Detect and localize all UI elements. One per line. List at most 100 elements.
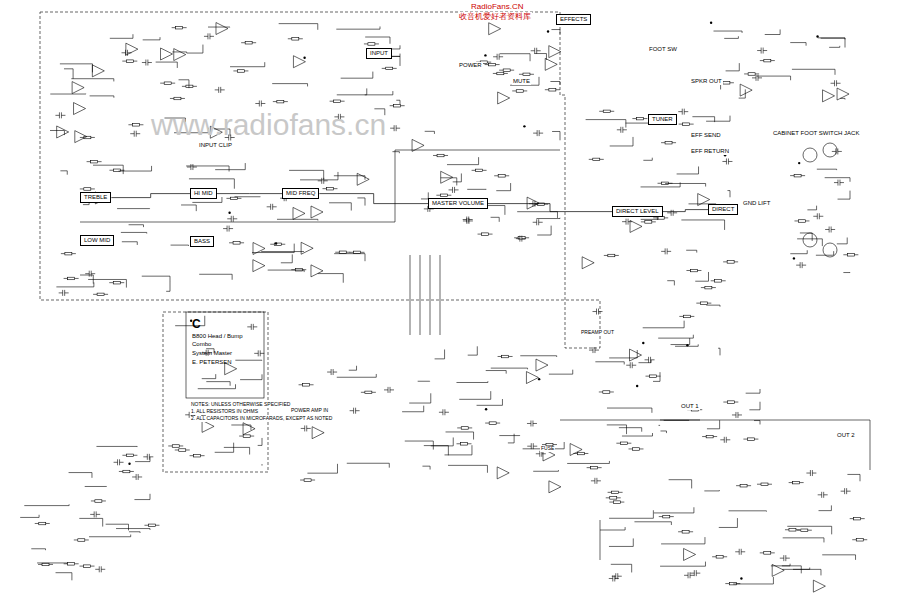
wire [493, 73, 508, 74]
resistor-symbol [794, 174, 801, 177]
signal-wire [319, 194, 428, 204]
capacitor-symbol [204, 33, 214, 39]
opamp-symbol [823, 90, 835, 102]
signal-wire [663, 210, 708, 212]
wire [765, 29, 780, 34]
signal-label: CABINET FOOT SWITCH JACK [772, 130, 860, 137]
wire [486, 371, 506, 374]
resistor-symbol [706, 435, 713, 438]
wire [422, 466, 430, 469]
resistor-symbol [663, 515, 670, 518]
resistor-symbol [683, 315, 690, 318]
opamp-symbol [357, 173, 369, 185]
wire [230, 62, 265, 67]
wire [187, 45, 203, 53]
component-box: DIRECT [708, 204, 738, 215]
wire [719, 518, 738, 527]
wire [599, 391, 614, 392]
wire [235, 360, 262, 361]
capacitor-symbol [132, 474, 142, 480]
wire [671, 338, 690, 344]
wire [679, 124, 694, 125]
wire [790, 175, 805, 176]
resistor-symbol [705, 286, 712, 289]
wire [456, 443, 471, 444]
wire [300, 172, 338, 180]
wire [733, 577, 773, 584]
wire [395, 150, 560, 151]
capacitor-symbol [227, 216, 237, 222]
resistor-symbol [856, 539, 863, 542]
wire [433, 155, 448, 156]
wire [335, 252, 350, 253]
wire [696, 303, 711, 304]
wire [787, 526, 831, 534]
resistor-symbol [84, 136, 91, 139]
connector-symbol [803, 233, 817, 247]
wire [239, 436, 254, 437]
wire [85, 486, 107, 487]
wire [634, 522, 671, 525]
wire [485, 423, 500, 424]
wire [80, 566, 95, 567]
opamp-symbol [412, 139, 424, 151]
wire [609, 350, 637, 358]
junction-dot [710, 22, 712, 24]
wire [660, 431, 666, 433]
node-text: DIRECT [712, 206, 734, 213]
capacitor-symbol [493, 54, 503, 60]
wire [441, 178, 457, 186]
wire [121, 232, 147, 233]
wire [790, 250, 807, 253]
wire [549, 370, 573, 374]
capacitor-symbol [390, 125, 400, 131]
wire [116, 529, 150, 530]
wire [330, 101, 345, 102]
wire [186, 166, 229, 172]
wire [491, 217, 500, 222]
opamp-symbol [549, 481, 561, 493]
capacitor-symbol [589, 347, 599, 353]
junction-dot [228, 211, 230, 213]
dashed-boundary [163, 312, 268, 472]
signal-label: POWER [458, 62, 483, 69]
wire [440, 255, 441, 335]
resistor-symbol [715, 280, 722, 283]
wire [667, 281, 674, 286]
wire [792, 69, 835, 75]
node-text: System Master [192, 350, 258, 357]
capacitor-symbol [143, 454, 153, 460]
resistor-symbol [230, 197, 237, 200]
resistor-symbol [645, 221, 652, 224]
wire [608, 492, 623, 493]
opamp-symbol [630, 349, 642, 361]
resistor-symbol [549, 89, 556, 92]
junction-dot [547, 30, 549, 32]
node-text: INPUT [370, 50, 388, 57]
wire [545, 89, 560, 90]
signal-label: EFF SEND [690, 132, 722, 139]
opamp-symbol [582, 257, 594, 269]
resistor-symbol [245, 42, 252, 45]
wire [93, 165, 123, 174]
wire [190, 455, 205, 456]
signal-label: SPKR OUT [690, 78, 723, 85]
component-box: EFFECTS [556, 14, 591, 25]
signal-label: NOTES: UNLESS OTHERWISE SPECIFIED [190, 402, 291, 408]
wire [604, 255, 619, 256]
capacitor-symbol [533, 219, 543, 225]
wire [424, 446, 449, 456]
capacitor-symbol [796, 262, 806, 268]
wire [322, 188, 337, 189]
resistor-symbol [798, 220, 805, 223]
resistor-symbol [747, 438, 754, 441]
capacitor-symbol [531, 48, 541, 54]
wire [447, 157, 479, 164]
wire [704, 490, 719, 492]
capacitor-symbol [384, 387, 394, 393]
node-text: BASS [194, 238, 210, 245]
resistor-symbol [700, 302, 707, 305]
wire [307, 464, 337, 473]
resistor-symbol [295, 268, 302, 271]
wire [273, 101, 288, 102]
